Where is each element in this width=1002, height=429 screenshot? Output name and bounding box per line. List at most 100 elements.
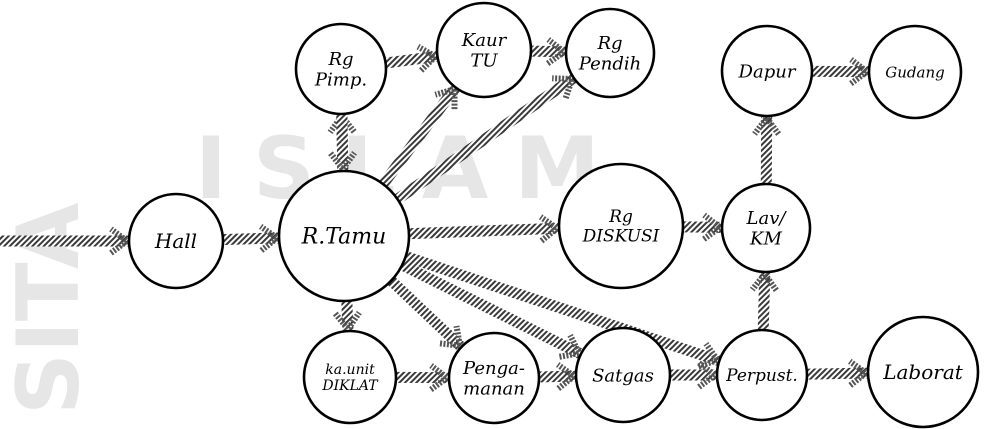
arrowhead [848, 358, 872, 388]
node-label-line: Dapur [738, 61, 797, 82]
node-label-line: Satgas [592, 365, 654, 386]
edge-line [803, 367, 872, 380]
edge-line [382, 50, 441, 69]
node-label-line: DIKLAT [321, 378, 379, 394]
edge-line [757, 268, 771, 334]
arrowhead [697, 342, 723, 370]
edge-perpust-to-laborat [803, 358, 872, 388]
node-label-line: Hall [154, 229, 197, 253]
edge-rg-pimp-to-r-tamu [328, 110, 357, 175]
node-circle [720, 24, 814, 118]
arrowhead [328, 151, 357, 175]
edge-r-tamu-to-perpust [402, 251, 723, 370]
edge-dapur-to-gudang [808, 57, 873, 86]
node-circle [720, 182, 812, 274]
edge-line [402, 251, 723, 366]
node-label-line: KM [749, 229, 782, 250]
arrowhead [749, 268, 779, 293]
arrowhead [558, 333, 584, 360]
arrowhead [439, 325, 464, 350]
edge-line [219, 232, 283, 246]
node-dapur: Dapur [720, 24, 814, 118]
edge-lav-km-to-dapur [752, 112, 782, 188]
node-lav-km: Lav/KM [720, 182, 812, 274]
node-label-line: Rg [596, 33, 622, 54]
edges [0, 37, 873, 392]
arrowhead [416, 44, 441, 73]
edge-line [393, 73, 578, 204]
arrowhead [849, 57, 873, 86]
edge-rg-pimp-to-kaur-tu [382, 44, 441, 73]
arrowhead [332, 310, 362, 335]
edge-r-tamu-to-pengamanan [387, 276, 466, 352]
edge-entry-to-hall [0, 226, 133, 256]
node-circle [866, 315, 980, 429]
edge-ka-unit-diklat-to-pengamanan [392, 363, 453, 392]
edge-r-tamu-to-satgas [398, 260, 585, 360]
node-label-line: manan [463, 379, 525, 400]
edge-satgas-to-perpust [666, 360, 721, 390]
node-label-line: Rg [608, 207, 633, 227]
arrowhead [434, 85, 458, 110]
node-circle [435, 1, 533, 99]
node-circle [564, 7, 656, 99]
node-circle [277, 169, 411, 303]
node-satgas: Satgas [574, 326, 672, 424]
node-circle [447, 331, 541, 425]
edge-perpust-to-lav-km [749, 268, 779, 334]
node-circle [574, 326, 672, 424]
node-circle [294, 22, 388, 116]
node-label-line: DISKUSI [582, 227, 660, 247]
edge-rg-diskusi-to-lav-km [679, 212, 726, 242]
arrowhead [752, 112, 782, 136]
edge-r-tamu-to-kaur-tu [378, 83, 461, 188]
node-circle [867, 24, 963, 120]
edge-kaur-tu-to-rg-pendidik [527, 37, 570, 66]
edge-line [378, 83, 461, 188]
edge-line [535, 370, 580, 383]
node-label-line: Laborat [882, 360, 964, 384]
arrowhead [702, 212, 726, 242]
node-label-line: Gudang [885, 63, 944, 81]
edge-line [405, 222, 563, 240]
edge-pengamanan-to-satgas [535, 362, 580, 391]
arrowhead [538, 214, 563, 244]
arrowhead [551, 75, 577, 99]
node-label-line: R.Tamu [301, 225, 387, 250]
node-hall: Hall [127, 192, 225, 290]
arrowhead [258, 224, 283, 253]
arrowhead [555, 362, 580, 391]
node-circle [302, 329, 398, 425]
node-circle [557, 162, 685, 290]
node-circle [127, 192, 225, 290]
node-label-line: Perpust. [725, 366, 798, 386]
edge-line [336, 110, 349, 175]
node-label-line: Pendih [578, 54, 641, 75]
node-label-line: Lav/ [746, 208, 788, 229]
node-label-line: Pimp. [314, 70, 367, 91]
node-label-line: ka.unit [325, 362, 375, 378]
watermark-text-left: SITA [0, 202, 99, 415]
arrowhead [545, 37, 570, 66]
edge-r-tamu-to-ka-unit-diklat [332, 297, 362, 335]
node-r-tamu: R.Tamu [277, 169, 411, 303]
node-gudang: Gudang [867, 24, 963, 120]
edge-r-tamu-to-rg-pendidik [393, 73, 578, 204]
edge-hall-to-r-tamu [219, 224, 283, 253]
edge-line [398, 260, 585, 359]
edge-r-tamu-to-rg-diskusi [405, 214, 563, 244]
watermark-text-top: ISLAM [195, 119, 626, 219]
node-perpust: Perpust. [715, 328, 809, 422]
edge-line [527, 45, 570, 58]
node-label-line: Rg [327, 49, 353, 70]
node-pengamanan: Penga-manan [447, 331, 541, 425]
arrowhead [429, 363, 453, 392]
node-label-line: Penga- [462, 358, 525, 379]
arrowhead [327, 110, 357, 134]
